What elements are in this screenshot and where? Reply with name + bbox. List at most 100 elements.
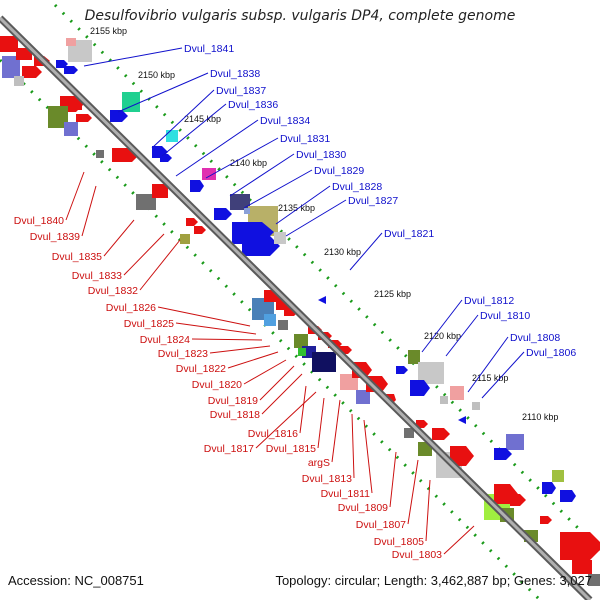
leader-line — [205, 137, 279, 179]
reverse-gene-label: Dvul_1815 — [266, 443, 316, 455]
gene-arrow — [194, 226, 206, 234]
gene-box — [506, 434, 524, 450]
gene-box — [66, 38, 76, 46]
gene-arrow — [540, 516, 552, 524]
forward-gene-label: Dvul_1812 — [464, 295, 514, 307]
ruler-label: 2140 kbp — [230, 158, 267, 168]
gene-box — [0, 36, 18, 52]
leader-line — [317, 397, 325, 449]
gene-box — [136, 194, 156, 210]
leader-line — [389, 451, 397, 508]
gene-box — [298, 348, 306, 356]
reverse-gene-label: Dvul_1835 — [52, 251, 102, 263]
leader-line — [299, 385, 307, 434]
leader-line — [259, 365, 295, 401]
gene-arrow — [542, 482, 556, 494]
forward-gene-label: Dvul_1841 — [184, 43, 234, 55]
forward-gene-label: Dvul_1838 — [210, 68, 260, 80]
reverse-gene-label: Dvul_1825 — [124, 318, 174, 330]
gene-box — [64, 122, 78, 136]
gene-arrow — [458, 416, 466, 424]
forward-gene-label: Dvul_1821 — [384, 228, 434, 240]
leader-line — [443, 525, 475, 555]
forward-gene-label: Dvul_1834 — [260, 115, 310, 127]
reverse-gene-label: Dvul_1839 — [30, 231, 80, 243]
gene-arrow — [510, 494, 526, 506]
leader-line — [351, 413, 355, 479]
gene-box — [122, 92, 140, 112]
ruler-label: 2130 kbp — [324, 247, 361, 257]
genome-backbone-highlight — [0, 16, 592, 600]
gene-arrow — [560, 490, 576, 502]
reverse-gene-label: Dvul_1824 — [140, 334, 190, 346]
leader-line — [407, 459, 419, 525]
leader-line — [285, 199, 347, 237]
gene-arrow — [560, 532, 600, 560]
ruler-label: 2120 kbp — [424, 331, 461, 341]
leader-line — [117, 72, 209, 113]
reverse-gene-label: Dvul_1822 — [176, 363, 226, 375]
reverse-gene-label: Dvul_1809 — [338, 502, 388, 514]
gene-box — [450, 386, 464, 400]
reverse-gene-label: Dvul_1817 — [204, 443, 254, 455]
forward-gene-label: Dvul_1836 — [228, 99, 278, 111]
gene-box — [152, 184, 168, 198]
forward-gene-label: Dvul_1806 — [526, 347, 576, 359]
leader-line — [275, 185, 331, 225]
gene-box — [2, 56, 20, 78]
gene-box — [48, 106, 68, 128]
forward-gene-label: Dvul_1831 — [280, 133, 330, 145]
gene-arrow — [410, 380, 430, 396]
gene-arrow — [186, 218, 198, 226]
gene-box — [230, 194, 250, 210]
gene-box — [588, 574, 600, 586]
reverse-gene-label: Dvul_1819 — [208, 395, 258, 407]
gene-box — [408, 350, 420, 364]
gene-arrow — [396, 366, 408, 374]
gene-box — [202, 168, 216, 180]
leader-line — [161, 103, 227, 157]
leader-line — [157, 306, 251, 327]
leader-line — [243, 169, 313, 209]
ruler-label: 2135 kbp — [278, 203, 315, 213]
gene-box — [418, 362, 444, 384]
leader-line — [229, 153, 295, 197]
gene-box — [180, 234, 190, 244]
leader-line — [65, 171, 85, 221]
gene-box — [244, 208, 250, 214]
reverse-gene-label: Dvul_1840 — [14, 215, 64, 227]
gene-arrow — [318, 296, 326, 304]
gene-box — [274, 232, 286, 244]
leader-line — [481, 351, 525, 399]
gene-arrow — [432, 428, 450, 440]
ruler-label: 2115 kbp — [472, 373, 508, 383]
leader-line — [123, 233, 165, 276]
forward-gene-label: Dvul_1837 — [216, 85, 266, 97]
reverse-gene-label: argS — [308, 457, 330, 469]
forward-gene-label: Dvul_1808 — [510, 332, 560, 344]
reverse-gene-labels: Dvul_1840Dvul_1839Dvul_1835Dvul_1833Dvul… — [14, 171, 475, 561]
reverse-gene-label: Dvul_1826 — [106, 302, 156, 314]
leader-line — [255, 391, 317, 449]
reverse-gene-label: Dvul_1833 — [72, 270, 122, 282]
ruler-label: 2125 kbp — [374, 289, 411, 299]
reverse-gene-label: Dvul_1807 — [356, 519, 406, 531]
reverse-gene-label: Dvul_1805 — [374, 536, 424, 548]
gene-arrow — [214, 208, 232, 220]
reverse-gene-label: Dvul_1813 — [302, 473, 352, 485]
ruler-label: 2155 kbp — [90, 26, 127, 36]
gene-box — [356, 390, 370, 404]
leader-line — [243, 359, 287, 385]
reverse-gene-label: Dvul_1803 — [392, 549, 442, 561]
leader-line — [191, 338, 263, 341]
reverse-gene-label: Dvul_1820 — [192, 379, 242, 391]
leader-line — [331, 399, 341, 463]
genome-summary: Topology: circular; Length: 3,462,887 bp… — [275, 573, 592, 588]
leader-line — [81, 185, 97, 237]
gene-box — [278, 320, 288, 330]
tick-lines — [0, 3, 600, 600]
reverse-gene-label: Dvul_1823 — [158, 348, 208, 360]
leader-line — [261, 373, 303, 415]
forward-gene-label: Dvul_1829 — [314, 165, 364, 177]
ruler-label: 2145 kbp — [184, 114, 221, 124]
